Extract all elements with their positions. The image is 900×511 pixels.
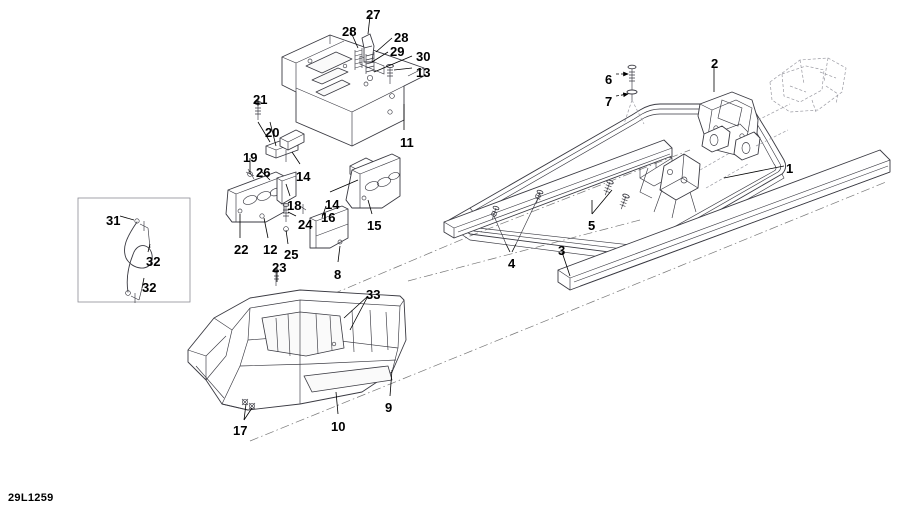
callout-20: 20 [265,125,280,140]
inset-fastener-a [139,221,151,249]
callout-28-a: 28 [342,24,357,39]
spring-left [354,48,363,70]
inset-fastener-b [130,287,143,303]
callout-7: 7 [605,94,613,109]
part-4-rail-upper [443,139,673,245]
callout-25: 25 [284,247,299,262]
callout-13: 13 [416,65,431,80]
callout-17: 17 [233,423,248,438]
callout-5: 5 [588,218,596,233]
callout-27: 27 [366,7,381,22]
callout-32-a: 32 [146,254,161,269]
callout-29: 29 [390,44,405,59]
callout-24: 24 [298,217,313,232]
callout-31: 31 [106,213,121,228]
parts-17-rivets [241,398,256,410]
part-10-tunnel-base [187,289,407,411]
part-22-left-panel [225,171,285,223]
callout-9: 9 [385,400,393,415]
part-18-flap [276,171,297,205]
parts-6-7-bolt-washer [623,64,645,125]
callout-30: 30 [416,49,431,64]
spring-right [365,52,375,74]
drawing-code: 29L1259 [8,492,54,504]
callout-2: 2 [711,56,719,71]
callout-4: 4 [508,256,516,271]
leader-lines [119,15,785,421]
parts-5-bolts [603,179,630,210]
callout-19: 19 [243,150,258,165]
callout-28-b: 28 [394,30,409,45]
callout-15: 15 [367,218,382,233]
callout-21: 21 [253,92,268,107]
callout-10: 10 [331,419,346,434]
callout-14-a: 14 [296,169,311,184]
callout-14-b: 14 [325,197,340,212]
part-2-latch-bracket [697,91,791,161]
callout-11: 11 [400,135,414,150]
callout-12: 12 [263,242,278,257]
part-13-bolt [386,63,394,84]
parts-16-8-panel [299,204,349,249]
callout-3: 3 [558,243,566,258]
callout-22: 22 [234,242,249,257]
callout-26: 26 [256,165,271,180]
callout-18: 18 [287,198,302,213]
part-15-right-panel [345,153,401,209]
callout-1: 1 [786,161,794,176]
callout-32-b: 32 [142,280,157,295]
part-2-phantom-duplicate [769,57,847,113]
part-3-rail [557,149,891,291]
callout-23: 23 [272,260,287,275]
callout-33: 33 [366,287,381,302]
detail-inset [77,197,191,303]
callout-8: 8 [334,267,342,282]
callout-16: 16 [321,210,336,225]
callout-6: 6 [605,72,613,87]
